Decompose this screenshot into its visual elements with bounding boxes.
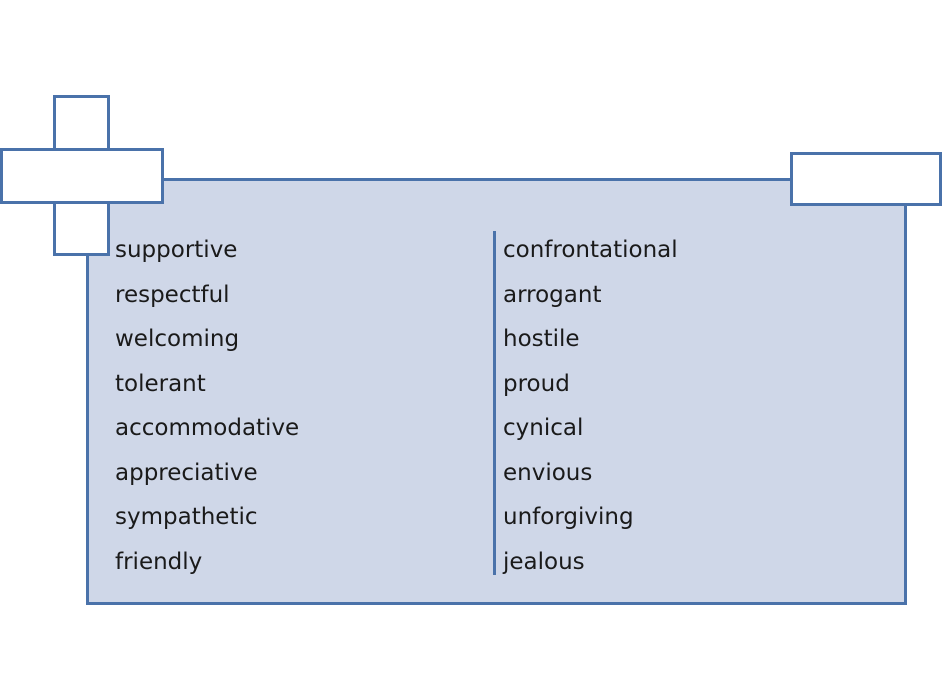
plus-terminal-icon bbox=[56, 151, 107, 201]
positive-word: respectful bbox=[115, 281, 230, 308]
positive-word: supportive bbox=[115, 237, 238, 263]
negative-word: hostile bbox=[503, 326, 580, 352]
positive-word: sympathetic bbox=[115, 504, 258, 530]
minus-terminal-icon bbox=[790, 152, 942, 206]
negative-word: proud bbox=[503, 370, 570, 397]
positive-word: welcoming bbox=[115, 326, 240, 352]
column-divider bbox=[493, 231, 496, 575]
positive-word: tolerant bbox=[115, 370, 206, 397]
positive-word-list: supportive respectful welcoming tolerant… bbox=[115, 231, 299, 587]
battery-body bbox=[86, 178, 907, 605]
positive-word: appreciative bbox=[115, 459, 258, 486]
negative-word: jealous bbox=[503, 548, 585, 575]
positive-word: accommodative bbox=[115, 415, 300, 441]
negative-word: confrontational bbox=[503, 237, 678, 263]
negative-word: cynical bbox=[503, 415, 584, 441]
negative-word-list: confrontational arrogant hostile proud c… bbox=[503, 231, 678, 587]
negative-word: unforgiving bbox=[503, 504, 634, 530]
negative-word: envious bbox=[503, 459, 593, 486]
positive-word: friendly bbox=[115, 548, 203, 575]
negative-word: arrogant bbox=[503, 281, 602, 308]
